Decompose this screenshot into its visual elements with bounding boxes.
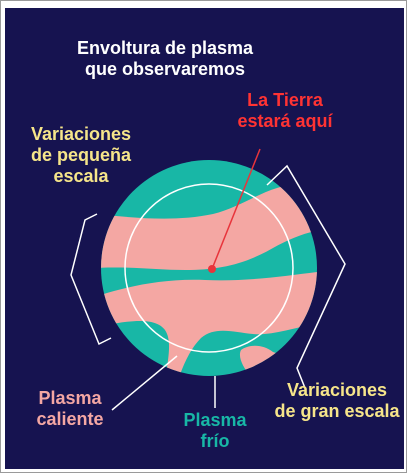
earth-marker (208, 265, 216, 273)
diagram-panel: Envoltura de plasma que observaremos La … (5, 8, 404, 469)
large-scale-label: Variaciones de gran escala (274, 380, 400, 421)
plasma-diagram (70, 148, 346, 411)
small-scale-bracket (70, 213, 112, 346)
hot-plasma-band-upper (101, 180, 317, 270)
earth-orbit-ring (124, 183, 294, 353)
hot-plasma-wedge-right (240, 345, 297, 376)
large-scale-bracket (266, 164, 346, 389)
hot-plasma-band-lower (101, 270, 317, 376)
earth-location-label: La Tierra estará aquí (237, 90, 333, 131)
plasma-envelope-label: Envoltura de plasma que observaremos (76, 38, 254, 79)
hot-plasma-label: Plasma caliente (36, 388, 104, 429)
small-scale-label: Variaciones de pequeña escala (30, 124, 132, 186)
earth-pointer-line (211, 148, 261, 270)
cold-plasma-label: Plasma frío (183, 410, 247, 451)
hot-plasma-pointer-line (111, 355, 178, 411)
